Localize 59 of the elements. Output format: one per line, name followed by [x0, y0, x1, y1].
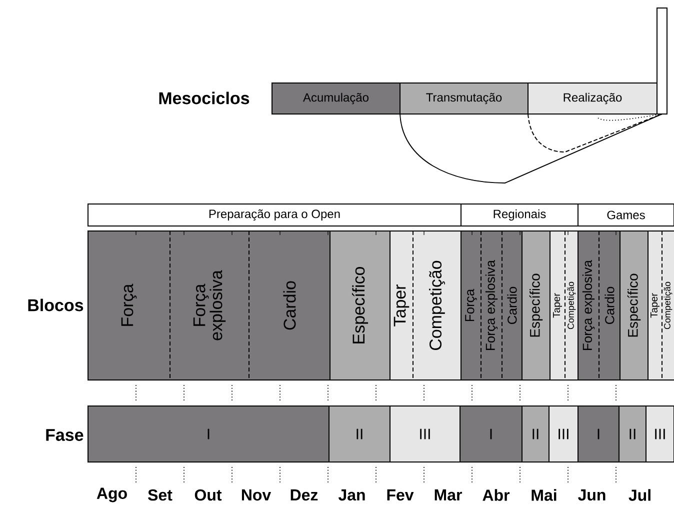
- training-block: Força explosiva: [578, 231, 599, 380]
- period-band: Games: [578, 204, 674, 226]
- training-block: Cardio: [249, 231, 330, 380]
- training-block: Taper: [648, 231, 662, 380]
- month-label: Out: [194, 489, 222, 501]
- mesocycle-box: Transmutação: [400, 82, 528, 114]
- training-block: Competição: [565, 231, 578, 380]
- training-block: Específico: [330, 231, 390, 380]
- training-block: Taper: [550, 231, 565, 380]
- node-label: Competição: [664, 282, 672, 330]
- month-label: Abr: [482, 489, 510, 501]
- peak-bar: [656, 8, 668, 114]
- training-block: Competição: [662, 231, 674, 380]
- phase-box: I: [460, 406, 522, 462]
- phase-box: II: [522, 406, 550, 462]
- node-label: Competição: [567, 282, 576, 330]
- training-block: Força explosiva: [481, 231, 502, 380]
- node-label: Força: [465, 288, 477, 322]
- month-label: Fev: [387, 489, 414, 501]
- row-label: Mesociclos: [159, 92, 250, 104]
- month-label: Set: [148, 489, 172, 501]
- phase-box: III: [646, 406, 674, 462]
- training-block: Taper: [390, 231, 413, 380]
- node-label: Taper: [553, 293, 562, 318]
- mesocycle-box: Acumulação: [272, 82, 400, 114]
- training-block: Cardio: [599, 231, 620, 380]
- period-band: Regionais: [460, 204, 578, 226]
- month-label: Jun: [578, 489, 606, 501]
- month-label: Nov: [242, 489, 272, 501]
- row-label: Fase: [46, 429, 84, 441]
- node-label: Força: [121, 284, 137, 326]
- node-label: Força explosiva: [485, 260, 498, 350]
- month-label: Jan: [338, 489, 365, 501]
- phase-box: III: [548, 406, 578, 462]
- month-label: Dez: [290, 489, 318, 501]
- training-block: Força explosiva: [170, 231, 249, 380]
- month-label: Mar: [434, 489, 462, 501]
- month-label: Jul: [628, 489, 650, 501]
- training-block: Específico: [620, 231, 648, 380]
- training-block: Força: [461, 231, 481, 380]
- node-label: Cardio: [604, 286, 614, 324]
- node-label: Força explosiva: [582, 260, 595, 350]
- phase-box: I: [578, 406, 620, 462]
- month-label: Mai: [532, 489, 556, 501]
- training-block: Específico: [522, 231, 550, 380]
- node-label: Cardio: [283, 281, 296, 330]
- mesocycle-box: Realização: [528, 82, 658, 114]
- month-label: Ago: [96, 488, 127, 502]
- phase-box: II: [328, 406, 390, 462]
- node-label: Força explosiva: [193, 270, 226, 340]
- node-label: Taper: [650, 293, 660, 318]
- phase-box: II: [618, 406, 646, 462]
- training-block: Força: [88, 231, 170, 380]
- phase-box: III: [390, 406, 460, 462]
- training-block: Cardio: [502, 231, 522, 380]
- node-label: Cardio: [507, 286, 517, 324]
- node-label: Competição: [429, 260, 445, 350]
- phase-box: I: [88, 406, 330, 462]
- node-label: Taper: [394, 284, 410, 326]
